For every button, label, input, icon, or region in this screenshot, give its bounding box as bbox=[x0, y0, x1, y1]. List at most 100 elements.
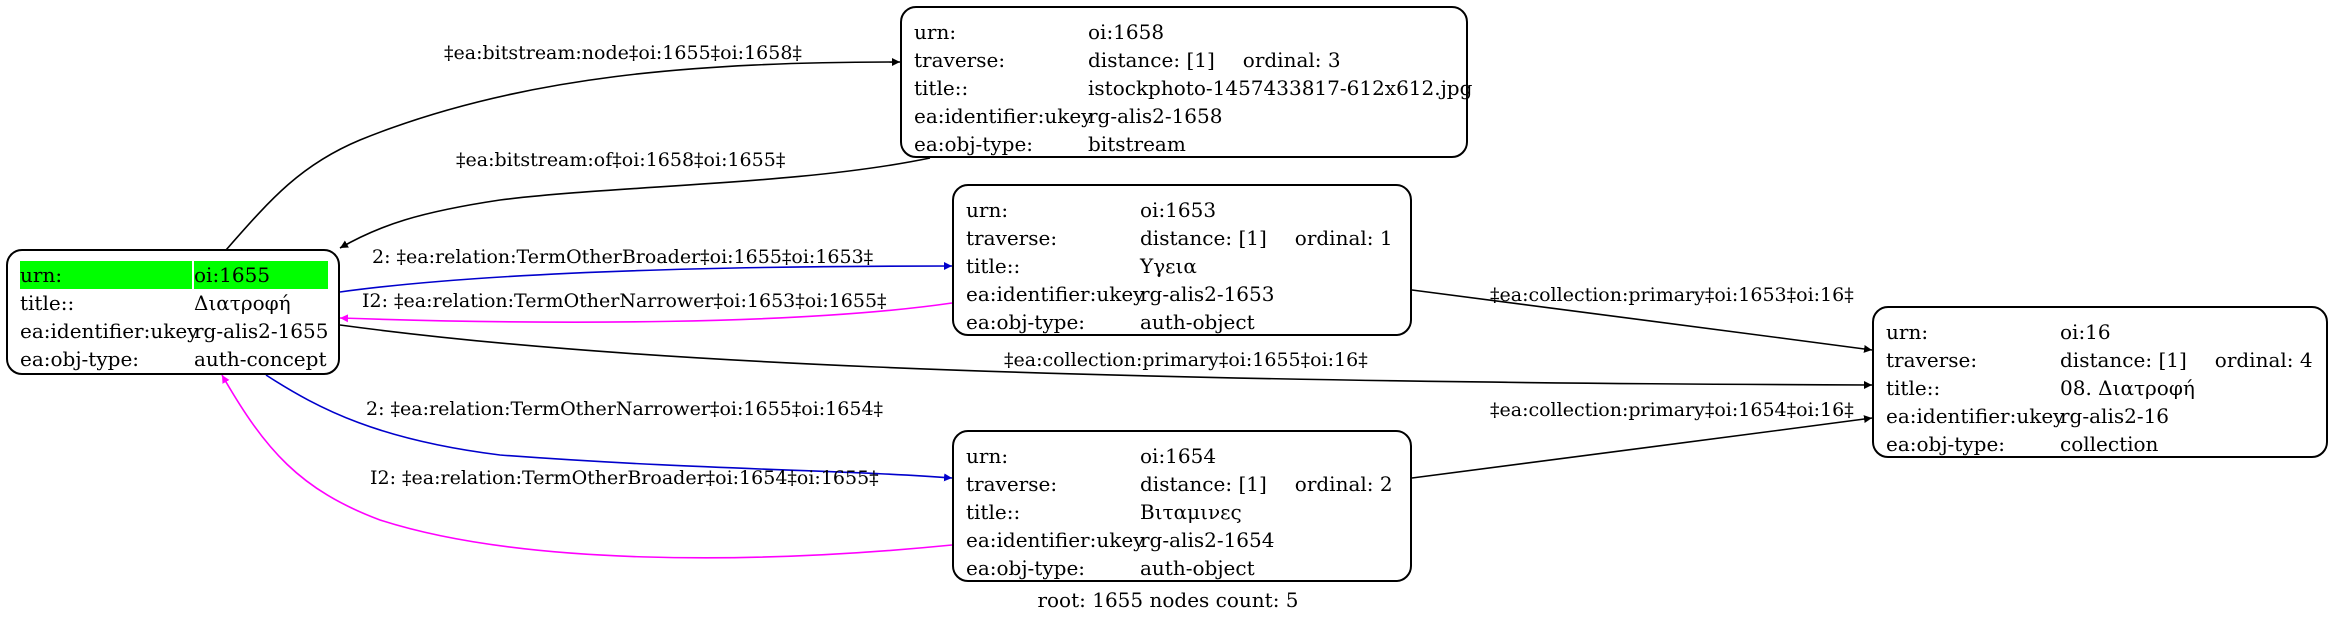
node-row-urn: urn: oi:1655 bbox=[20, 261, 328, 289]
node-row-type: ea:obj-type: bitstream bbox=[914, 130, 1454, 158]
edge-label-collection-1653: ‡ea:collection:primary‡oi:1653‡oi:16‡ bbox=[1490, 284, 1854, 306]
row-key: traverse: bbox=[914, 48, 1006, 72]
row-key: ea:identifier:ukey bbox=[1886, 404, 2065, 428]
node-row-title: title:: Διατροφή bbox=[20, 289, 326, 317]
row-value: oi:1653 bbox=[1140, 198, 1217, 222]
node-row-title: title:: 08. Διατροφή bbox=[1886, 374, 2314, 402]
row-key: title:: bbox=[20, 291, 75, 315]
edge-narrower-1653 bbox=[339, 302, 953, 323]
row-value: 08. Διατροφή bbox=[2060, 376, 2195, 400]
row-value-ordinal: ordinal: 4 bbox=[2214, 348, 2313, 372]
row-value: auth-object bbox=[1140, 556, 1255, 580]
row-value-ordinal: ordinal: 3 bbox=[1242, 48, 1341, 72]
node-row-type: ea:obj-type: auth-concept bbox=[20, 345, 326, 373]
row-key: urn: bbox=[914, 20, 957, 44]
node-oi-1655[interactable]: urn: oi:1655 title:: Διατροφή ea:identif… bbox=[6, 249, 340, 375]
edge-collection-1655 bbox=[339, 324, 1873, 389]
node-row-title: title:: Βιταμινες bbox=[966, 498, 1398, 526]
row-key: traverse: bbox=[966, 226, 1058, 250]
row-key: ea:obj-type: bbox=[966, 556, 1086, 580]
row-key: ea:obj-type: bbox=[966, 310, 1086, 334]
row-value: rg-alis2-1653 bbox=[1140, 282, 1275, 306]
row-value: collection bbox=[2060, 432, 2159, 456]
edge-collection-1653 bbox=[1411, 289, 1873, 353]
row-key: ea:identifier:ukey bbox=[966, 528, 1145, 552]
edge-collection-1654 bbox=[1411, 415, 1873, 479]
row-value: rg-alis2-1654 bbox=[1140, 528, 1275, 552]
edge-label-bitstream-of: ‡ea:bitstream:of‡oi:1658‡oi:1655‡ bbox=[456, 149, 785, 171]
row-value: Διατροφή bbox=[194, 291, 291, 315]
edge-label-broader-1653: 2: ‡ea:relation:TermOtherBroader‡oi:1655… bbox=[372, 246, 873, 268]
row-key: title:: bbox=[1886, 376, 1941, 400]
row-key: ea:identifier:ukey bbox=[966, 282, 1145, 306]
node-row-traverse: traverse: distance: [1] ordinal: 1 bbox=[966, 224, 1398, 252]
row-key: urn: bbox=[966, 444, 1009, 468]
row-key: urn: bbox=[20, 261, 192, 289]
node-row-title: title:: istockphoto-1457433817-612x612.j… bbox=[914, 74, 1472, 102]
row-value-ordinal: ordinal: 1 bbox=[1294, 226, 1393, 250]
row-value: Βιταμινες bbox=[1140, 500, 1242, 524]
node-row-ukey: ea:identifier:ukey rg-alis2-1654 bbox=[966, 526, 1398, 554]
row-key: urn: bbox=[966, 198, 1009, 222]
edge-narrower-1654 bbox=[265, 374, 953, 482]
node-row-title: title:: Υγεια bbox=[966, 252, 1398, 280]
node-row-urn: urn: oi:1654 bbox=[966, 442, 1398, 470]
row-value: bitstream bbox=[1088, 132, 1186, 156]
row-key: ea:obj-type: bbox=[914, 132, 1034, 156]
row-value: auth-object bbox=[1140, 310, 1255, 334]
node-oi-1654[interactable]: urn: oi:1654 traverse: distance: [1] ord… bbox=[952, 430, 1412, 582]
row-key: traverse: bbox=[1886, 348, 1978, 372]
node-row-ukey: ea:identifier:ukey rg-alis2-16 bbox=[1886, 402, 2314, 430]
edge-broader-1654 bbox=[221, 374, 953, 559]
node-row-traverse: traverse: distance: [1] ordinal: 2 bbox=[966, 470, 1398, 498]
row-value: rg-alis2-1655 bbox=[194, 319, 329, 343]
edge-bitstream-node bbox=[225, 58, 901, 251]
row-key: title:: bbox=[966, 500, 1021, 524]
node-row-ukey: ea:identifier:ukey rg-alis2-1653 bbox=[966, 280, 1398, 308]
row-key: ea:obj-type: bbox=[1886, 432, 2006, 456]
row-key: ea:identifier:ukey bbox=[914, 104, 1093, 128]
row-value-ordinal: ordinal: 2 bbox=[1294, 472, 1393, 496]
node-oi-1653[interactable]: urn: oi:1653 traverse: distance: [1] ord… bbox=[952, 184, 1412, 336]
row-value: auth-concept bbox=[194, 347, 327, 371]
node-row-type: ea:obj-type: auth-object bbox=[966, 308, 1398, 336]
edge-label-narrower-1654: 2: ‡ea:relation:TermOtherNarrower‡oi:165… bbox=[366, 398, 883, 420]
node-row-ukey: ea:identifier:ukey rg-alis2-1655 bbox=[20, 317, 329, 345]
row-value: rg-alis2-1658 bbox=[1088, 104, 1223, 128]
row-key: ea:identifier:ukey bbox=[20, 319, 199, 343]
node-row-urn: urn: oi:16 bbox=[1886, 318, 2314, 346]
row-key: urn: bbox=[1886, 320, 1929, 344]
row-value: oi:1654 bbox=[1140, 444, 1217, 468]
edge-bitstream-of bbox=[339, 157, 931, 249]
row-key: title:: bbox=[914, 76, 969, 100]
node-oi-16[interactable]: urn: oi:16 traverse: distance: [1] ordin… bbox=[1872, 306, 2328, 458]
node-oi-1658[interactable]: urn: oi:1658 traverse: distance: [1] ord… bbox=[900, 6, 1472, 158]
row-value: oi:1658 bbox=[1088, 20, 1165, 44]
edge-label-broader-1654: I2: ‡ea:relation:TermOtherBroader‡oi:165… bbox=[370, 467, 879, 489]
row-key: traverse: bbox=[966, 472, 1058, 496]
edge-broader-1653 bbox=[339, 262, 953, 293]
edge-label-narrower-1653: I2: ‡ea:relation:TermOtherNarrower‡oi:16… bbox=[362, 290, 887, 312]
edge-label-bitstream-node: ‡ea:bitstream:node‡oi:1655‡oi:1658‡ bbox=[444, 42, 802, 64]
node-row-urn: urn: oi:1653 bbox=[966, 196, 1398, 224]
edge-label-collection-1654: ‡ea:collection:primary‡oi:1654‡oi:16‡ bbox=[1490, 399, 1854, 421]
edge-label-collection-1655: ‡ea:collection:primary‡oi:1655‡oi:16‡ bbox=[1004, 349, 1368, 371]
row-value: oi:16 bbox=[2060, 320, 2111, 344]
row-value: oi:1655 bbox=[194, 261, 328, 289]
row-value: istockphoto-1457433817-612x612.jpg bbox=[1088, 76, 1473, 100]
node-row-type: ea:obj-type: auth-object bbox=[966, 554, 1398, 582]
row-value: distance: [1] bbox=[1088, 48, 1215, 72]
row-value: distance: [1] bbox=[2060, 348, 2187, 372]
row-value: distance: [1] bbox=[1140, 226, 1267, 250]
node-row-urn: urn: oi:1658 bbox=[914, 18, 1454, 46]
node-row-ukey: ea:identifier:ukey rg-alis2-1658 bbox=[914, 102, 1454, 130]
node-row-type: ea:obj-type: collection bbox=[1886, 430, 2314, 458]
node-row-traverse: traverse: distance: [1] ordinal: 3 bbox=[914, 46, 1454, 74]
row-value: rg-alis2-16 bbox=[2060, 404, 2170, 428]
row-value: Υγεια bbox=[1140, 254, 1197, 278]
node-row-traverse: traverse: distance: [1] ordinal: 4 bbox=[1886, 346, 2314, 374]
graph-footer: root: 1655 nodes count: 5 bbox=[1037, 588, 1299, 612]
row-value: distance: [1] bbox=[1140, 472, 1267, 496]
row-key: ea:obj-type: bbox=[20, 347, 140, 371]
